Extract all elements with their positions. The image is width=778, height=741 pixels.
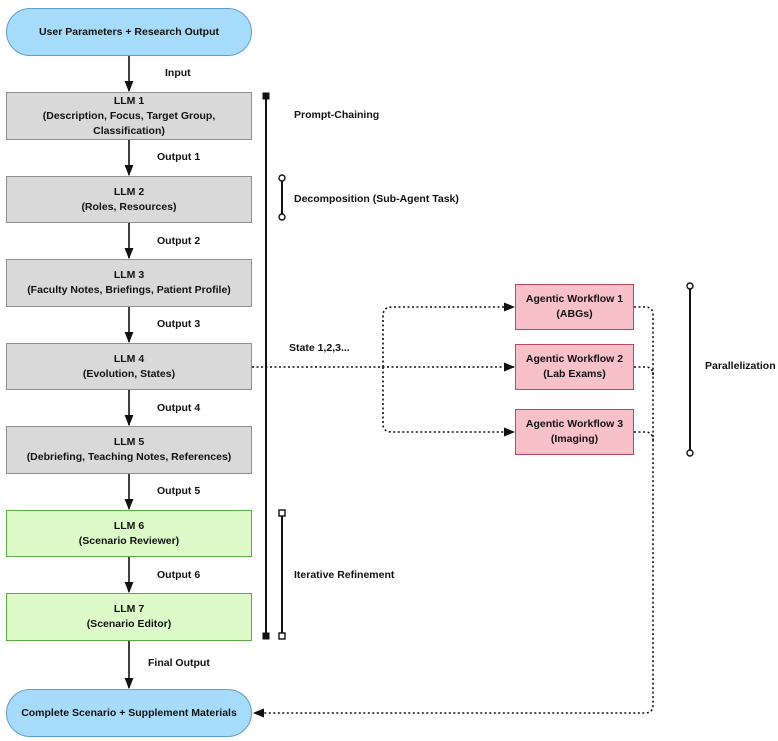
start-node-label: User Parameters + Research Output <box>38 25 220 38</box>
state-label: State 1,2,3... <box>289 342 350 354</box>
flow-label-output-3: Output 3 <box>157 318 201 330</box>
llm-1-title: LLM 1 <box>113 94 145 107</box>
start-node: User Parameters + Research Output <box>6 8 252 56</box>
llm-5-title: LLM 5 <box>113 436 145 448</box>
llm-6-title: LLM 6 <box>113 519 145 532</box>
flow-label-output-1: Output 1 <box>157 151 201 163</box>
agentic-workflow-2-subtitle: (Lab Exams) <box>543 368 606 380</box>
llm-7-title: LLM 7 <box>113 603 145 615</box>
llm-7-subtitle: (Scenario Editor) <box>86 618 172 630</box>
llm-3-title: LLM 3 <box>113 269 145 281</box>
agentic-workflow-2-box: Agentic Workflow 2 (Lab Exams) <box>515 344 634 390</box>
flow-label-output-4: Output 4 <box>157 402 201 414</box>
prompt-chaining-label: Prompt-Chaining <box>294 109 380 121</box>
llm-4-box: LLM 4 (Evolution, States) <box>6 343 252 390</box>
decomposition-label: Decomposition (Sub-Agent Task) <box>294 193 459 205</box>
agentic-workflow-2-title: Agentic Workflow 2 <box>525 353 624 365</box>
end-node-label: Complete Scenario + Supplement Materials <box>21 706 237 719</box>
flow-label-output-2: Output 2 <box>157 235 201 247</box>
decomposition-bracket <box>278 174 286 221</box>
flow-label-output-5: Output 5 <box>157 485 201 497</box>
agentic-workflow-1-box: Agentic Workflow 1 (ABGs) <box>515 284 634 330</box>
llm-5-box: LLM 5 (Debriefing, Teaching Notes, Refer… <box>6 426 252 474</box>
llm-2-subtitle: (Roles, Resources) <box>81 200 177 213</box>
llm-6-subtitle: (Scenario Reviewer) <box>78 534 180 547</box>
agentic-workflow-3-subtitle: (Imaging) <box>550 433 599 445</box>
iterative-refinement-label: Iterative Refinement <box>294 569 395 581</box>
llm-3-subtitle: (Faculty Notes, Briefings, Patient Profi… <box>27 284 231 296</box>
flow-label-input: Input <box>165 67 191 79</box>
llm-4-subtitle: (Evolution, States) <box>82 367 176 380</box>
state-connector-branch-1 <box>382 302 516 367</box>
agentic-workflow-1-title: Agentic Workflow 1 <box>525 293 624 305</box>
return-connector-3 <box>634 431 654 441</box>
agentic-workflow-1-subtitle: (ABGs) <box>556 308 593 320</box>
llm-4-title: LLM 4 <box>113 352 145 365</box>
iterative-refinement-bracket <box>278 509 286 640</box>
return-connector-1 <box>252 306 654 718</box>
llm-2-title: LLM 2 <box>113 185 145 198</box>
llm-5-subtitle: (Debriefing, Teaching Notes, References) <box>26 451 232 463</box>
llm-6-box: LLM 6 (Scenario Reviewer) <box>6 510 252 557</box>
prompt-chaining-bracket <box>262 92 270 640</box>
parallelization-bracket <box>686 282 694 457</box>
agentic-workflow-3-box: Agentic Workflow 3 (Imaging) <box>515 409 634 455</box>
state-connector-branch-3 <box>382 367 516 437</box>
llm-1-subtitle: (Description, Focus, Target Group, Class… <box>42 109 216 137</box>
return-connector-2 <box>634 366 654 376</box>
llm-7-box: LLM 7 (Scenario Editor) <box>6 593 252 641</box>
llm-3-box: LLM 3 (Faculty Notes, Briefings, Patient… <box>6 259 252 307</box>
flow-label-output-6: Output 6 <box>157 569 201 581</box>
parallelization-label: Parallelization <box>705 360 776 372</box>
flow-label-final-output: Final Output <box>148 657 210 669</box>
agentic-workflow-3-title: Agentic Workflow 3 <box>525 418 624 430</box>
llm-1-box: LLM 1 (Description, Focus, Target Group,… <box>6 92 252 140</box>
end-node: Complete Scenario + Supplement Materials <box>6 689 252 737</box>
llm-2-box: LLM 2 (Roles, Resources) <box>6 176 252 223</box>
